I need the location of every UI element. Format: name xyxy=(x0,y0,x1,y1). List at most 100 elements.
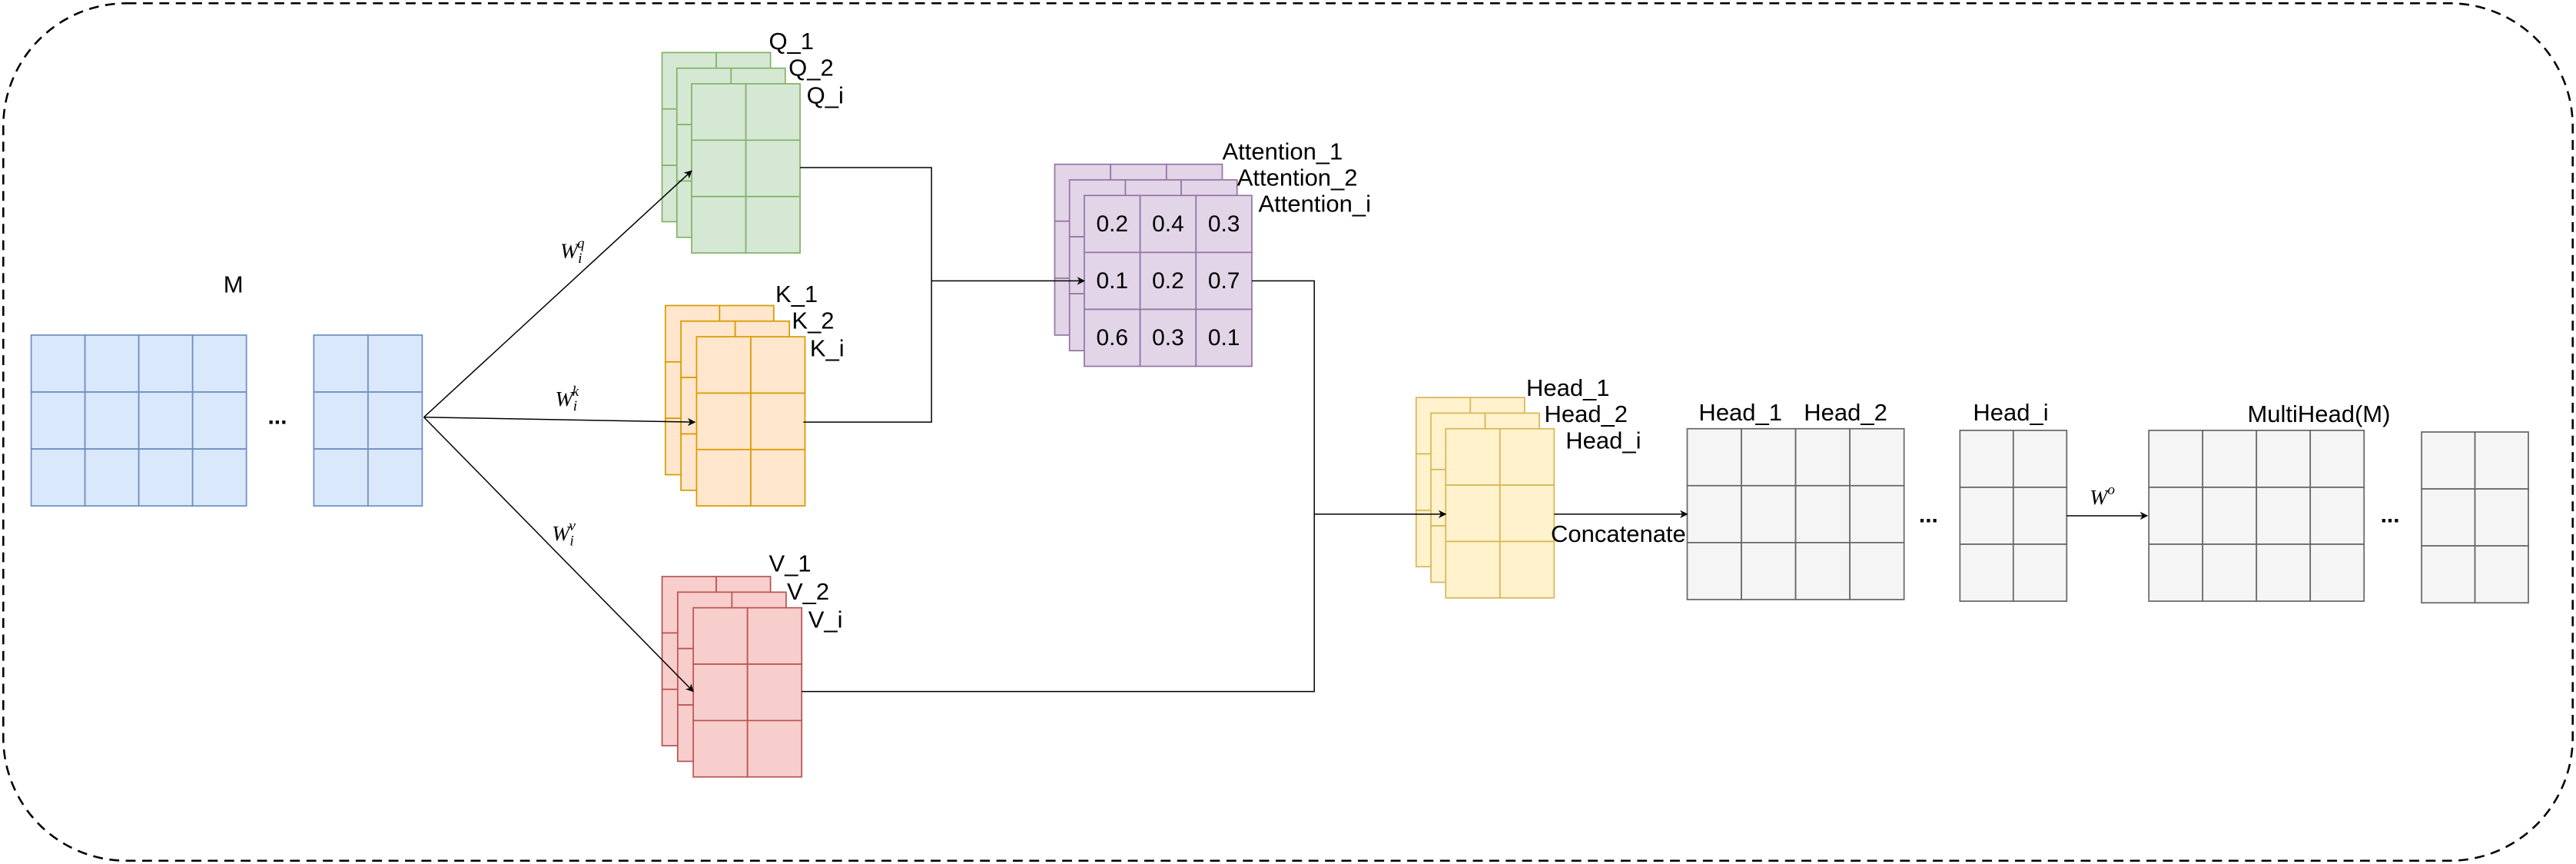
matrix-cell xyxy=(691,139,747,198)
concat-head-1-label: Head_1 xyxy=(1698,399,1782,426)
matrix-cell xyxy=(1849,484,1905,543)
matrix-cell xyxy=(746,719,803,778)
matrix-cell xyxy=(2474,488,2529,547)
q2-label: Q_2 xyxy=(788,54,834,81)
matrix-cell xyxy=(750,448,806,507)
matrix-cell xyxy=(1741,542,1797,600)
matrix-cell xyxy=(2421,488,2476,547)
v2-label: V_2 xyxy=(787,578,829,605)
matrix-cell xyxy=(2148,543,2204,602)
matrix-cell xyxy=(692,719,749,778)
qi-label: Q_i xyxy=(807,82,844,109)
matrix-cell xyxy=(191,334,247,393)
matrix-cell xyxy=(746,606,803,665)
attention-value: 0.1 xyxy=(1096,268,1128,294)
head-1-label: Head_1 xyxy=(1526,374,1610,401)
matrix-cell xyxy=(746,663,803,722)
output-ellipsis: ... xyxy=(2381,503,2400,528)
attention-2-label: Attention_2 xyxy=(1237,164,1358,191)
matrix-cell xyxy=(138,448,194,507)
matrix-cell xyxy=(1959,543,2014,602)
weight-o-label: Wo xyxy=(2090,482,2115,510)
concat-head-i-label: Head_i xyxy=(1973,399,2048,426)
matrix-cell xyxy=(138,334,194,393)
attention-value: 0.2 xyxy=(1152,268,1184,294)
attention-i-label: Attention_i xyxy=(1259,191,1371,218)
attention-1-label: Attention_1 xyxy=(1222,138,1343,164)
multihead-output-last-block xyxy=(2421,431,2529,604)
input-ellipsis: ... xyxy=(267,404,287,429)
matrix-cell xyxy=(1686,542,1742,600)
attention-value: 0.7 xyxy=(1208,268,1240,294)
attention-value: 0.2 xyxy=(1096,211,1128,237)
matrix-cell xyxy=(2202,543,2258,602)
matrix-cell xyxy=(1445,427,1501,486)
matrix-cell xyxy=(1959,487,2014,545)
v1-label: V_1 xyxy=(768,550,811,577)
matrix-cell xyxy=(313,448,369,507)
weight-v-label: Wiv xyxy=(552,518,576,549)
matrix-cell xyxy=(2256,543,2312,602)
matrix-cell xyxy=(30,391,86,450)
matrix-cell xyxy=(367,334,423,393)
matrix-cell xyxy=(1139,251,1197,311)
matrix-cell xyxy=(2474,431,2529,490)
matrix-cell xyxy=(2148,430,2204,488)
matrix-cell xyxy=(1794,484,1851,543)
matrix-cell xyxy=(367,448,423,507)
matrix-cell xyxy=(2202,430,2258,488)
matrix-cell xyxy=(1084,194,1141,254)
head-2-label: Head_2 xyxy=(1544,400,1628,427)
matrix-cell xyxy=(313,391,369,450)
value-matrix-3 xyxy=(692,606,803,778)
ki-label: K_i xyxy=(810,335,845,362)
matrix-cell xyxy=(1686,427,1742,487)
matrix-cell xyxy=(2256,487,2312,545)
matrix-cell xyxy=(745,83,801,141)
attention-value: 0.4 xyxy=(1152,211,1184,237)
matrix-cell xyxy=(1794,427,1851,487)
matrix-cell xyxy=(1849,427,1905,487)
matrix-cell xyxy=(1959,430,2014,488)
matrix-cell xyxy=(84,448,140,507)
matrix-cell xyxy=(2421,431,2476,490)
matrix-cell xyxy=(691,195,747,254)
key-matrix-3 xyxy=(695,336,806,507)
k2-label: K_2 xyxy=(792,307,834,334)
matrix-cell xyxy=(1499,540,1555,599)
concatenate-label: Concatenate xyxy=(1551,520,1686,547)
matrix-cell xyxy=(750,392,806,450)
matrix-cell xyxy=(1794,542,1851,600)
matrix-cell xyxy=(30,448,86,507)
matrix-cell xyxy=(2012,543,2068,602)
matrix-cell xyxy=(1849,542,1905,600)
matrix-cell xyxy=(2309,430,2365,488)
matrix-cell xyxy=(1084,308,1141,367)
matrix-cell xyxy=(2202,487,2258,545)
matrix-cell xyxy=(1741,484,1797,543)
matrix-cell xyxy=(1499,484,1555,543)
head-matrix-3 xyxy=(1445,427,1555,599)
matrix-cell xyxy=(1741,427,1797,487)
matrix-cell xyxy=(750,336,806,394)
matrix-cell xyxy=(2421,545,2476,604)
query-matrix-3 xyxy=(691,83,801,254)
matrix-cell xyxy=(84,391,140,450)
matrix-cell xyxy=(313,334,369,393)
arrow-wk xyxy=(423,417,696,427)
matrix-cell xyxy=(695,392,752,450)
matrix-cell xyxy=(2012,430,2068,488)
matrix-cell xyxy=(2474,545,2529,604)
matrix-cell xyxy=(1445,540,1501,599)
matrix-cell xyxy=(695,336,752,394)
input-matrix-m xyxy=(30,334,247,507)
qk-connector xyxy=(800,167,932,423)
matrix-cell xyxy=(1139,194,1197,254)
matrix-cell xyxy=(1139,308,1197,367)
matrix-cell xyxy=(84,334,140,393)
q1-label: Q_1 xyxy=(768,28,814,55)
head-i-label: Head_i xyxy=(1565,427,1641,454)
matrix-cell xyxy=(692,663,749,722)
arrow-wv xyxy=(423,417,694,693)
